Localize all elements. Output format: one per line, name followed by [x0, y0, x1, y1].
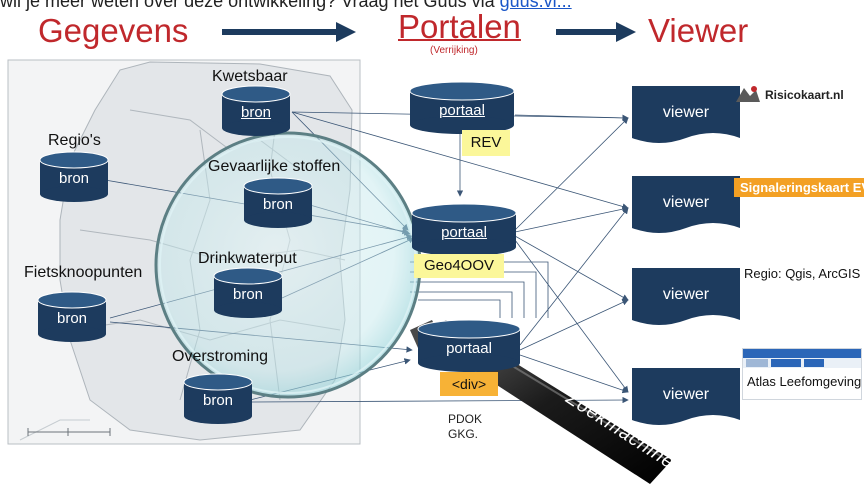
source-bron-regios[interactable]: bron	[39, 151, 109, 202]
regio-badge: Regio: Qgis, ArcGIS	[744, 266, 861, 281]
geo4oov-tag: Geo4OOV	[414, 254, 504, 278]
portal-pdok[interactable]: portaal	[417, 319, 521, 372]
source-label-kwetsbaar: Kwetsbaar	[212, 68, 288, 85]
portaal-label: portaal	[446, 340, 492, 357]
viewer-atlas[interactable]: viewer	[632, 368, 740, 434]
source-bron-gevaarlijke-stoffen[interactable]: bron	[243, 177, 313, 228]
source-label-overstroming: Overstroming	[172, 348, 269, 365]
bron-label: bron	[240, 104, 272, 121]
portal-rev[interactable]: portaal	[409, 81, 515, 134]
viewer-label: viewer	[662, 386, 710, 403]
header-portalen-sub: (Verrijking)	[430, 45, 478, 56]
viewer-label: viewer	[662, 194, 710, 211]
portaal-label: portaal	[441, 224, 487, 241]
bron-label: bron	[202, 392, 234, 409]
signaleringskaart-badge: Signaleringskaart EV	[734, 178, 864, 197]
risicokaart-icon	[736, 86, 760, 102]
atlas-title: Atlas Leefomgeving	[747, 374, 862, 389]
atlas-leefomgeving-card: Atlas Leefomgeving	[742, 348, 862, 400]
pdok-note: PDOK GKG.	[448, 412, 483, 441]
bron-label: bron	[56, 310, 88, 327]
viewer-regio[interactable]: viewer	[632, 268, 740, 334]
intro-text: wil je meer weten over deze ontwikkeling…	[0, 0, 864, 11]
atlas-navbar	[743, 358, 861, 368]
portal-geo4oov[interactable]: portaal	[411, 203, 517, 256]
viewer-label: viewer	[662, 286, 710, 303]
bron-label: bron	[58, 170, 90, 187]
atlas-titlebar	[743, 349, 861, 358]
viewer-signaleringskaart[interactable]: viewer	[632, 176, 740, 242]
source-label-fietsknoopunten: Fietsknoopunten	[24, 264, 143, 281]
header-gegevens: Gegevens	[38, 12, 189, 49]
header-portalen: Portalen	[398, 8, 521, 45]
guus-link[interactable]: guus.vi...	[499, 0, 572, 11]
source-label-regios: Regio's	[48, 132, 101, 149]
risicokaart-logo: Risicokaart.nl	[734, 84, 844, 106]
bron-label: bron	[262, 196, 294, 213]
viewer-label: viewer	[662, 104, 710, 121]
source-bron-kwetsbaar[interactable]: bron	[221, 85, 291, 136]
source-label-gevaarlijke-stoffen: Gevaarlijke stoffen	[208, 158, 341, 175]
source-label-drinkwaterput: Drinkwaterput	[198, 250, 297, 267]
source-bron-drinkwaterput[interactable]: bron	[213, 267, 283, 318]
header-viewer: Viewer	[648, 12, 749, 49]
div-tag: <div>	[440, 372, 498, 396]
viewer-risicokaart[interactable]: viewer	[632, 86, 740, 152]
portaal-label: portaal	[439, 102, 485, 119]
source-bron-fietsknoopunten[interactable]: bron	[37, 291, 107, 342]
bron-label: bron	[232, 286, 264, 303]
rev-tag: REV	[462, 130, 510, 156]
source-bron-overstroming[interactable]: bron	[183, 373, 253, 424]
